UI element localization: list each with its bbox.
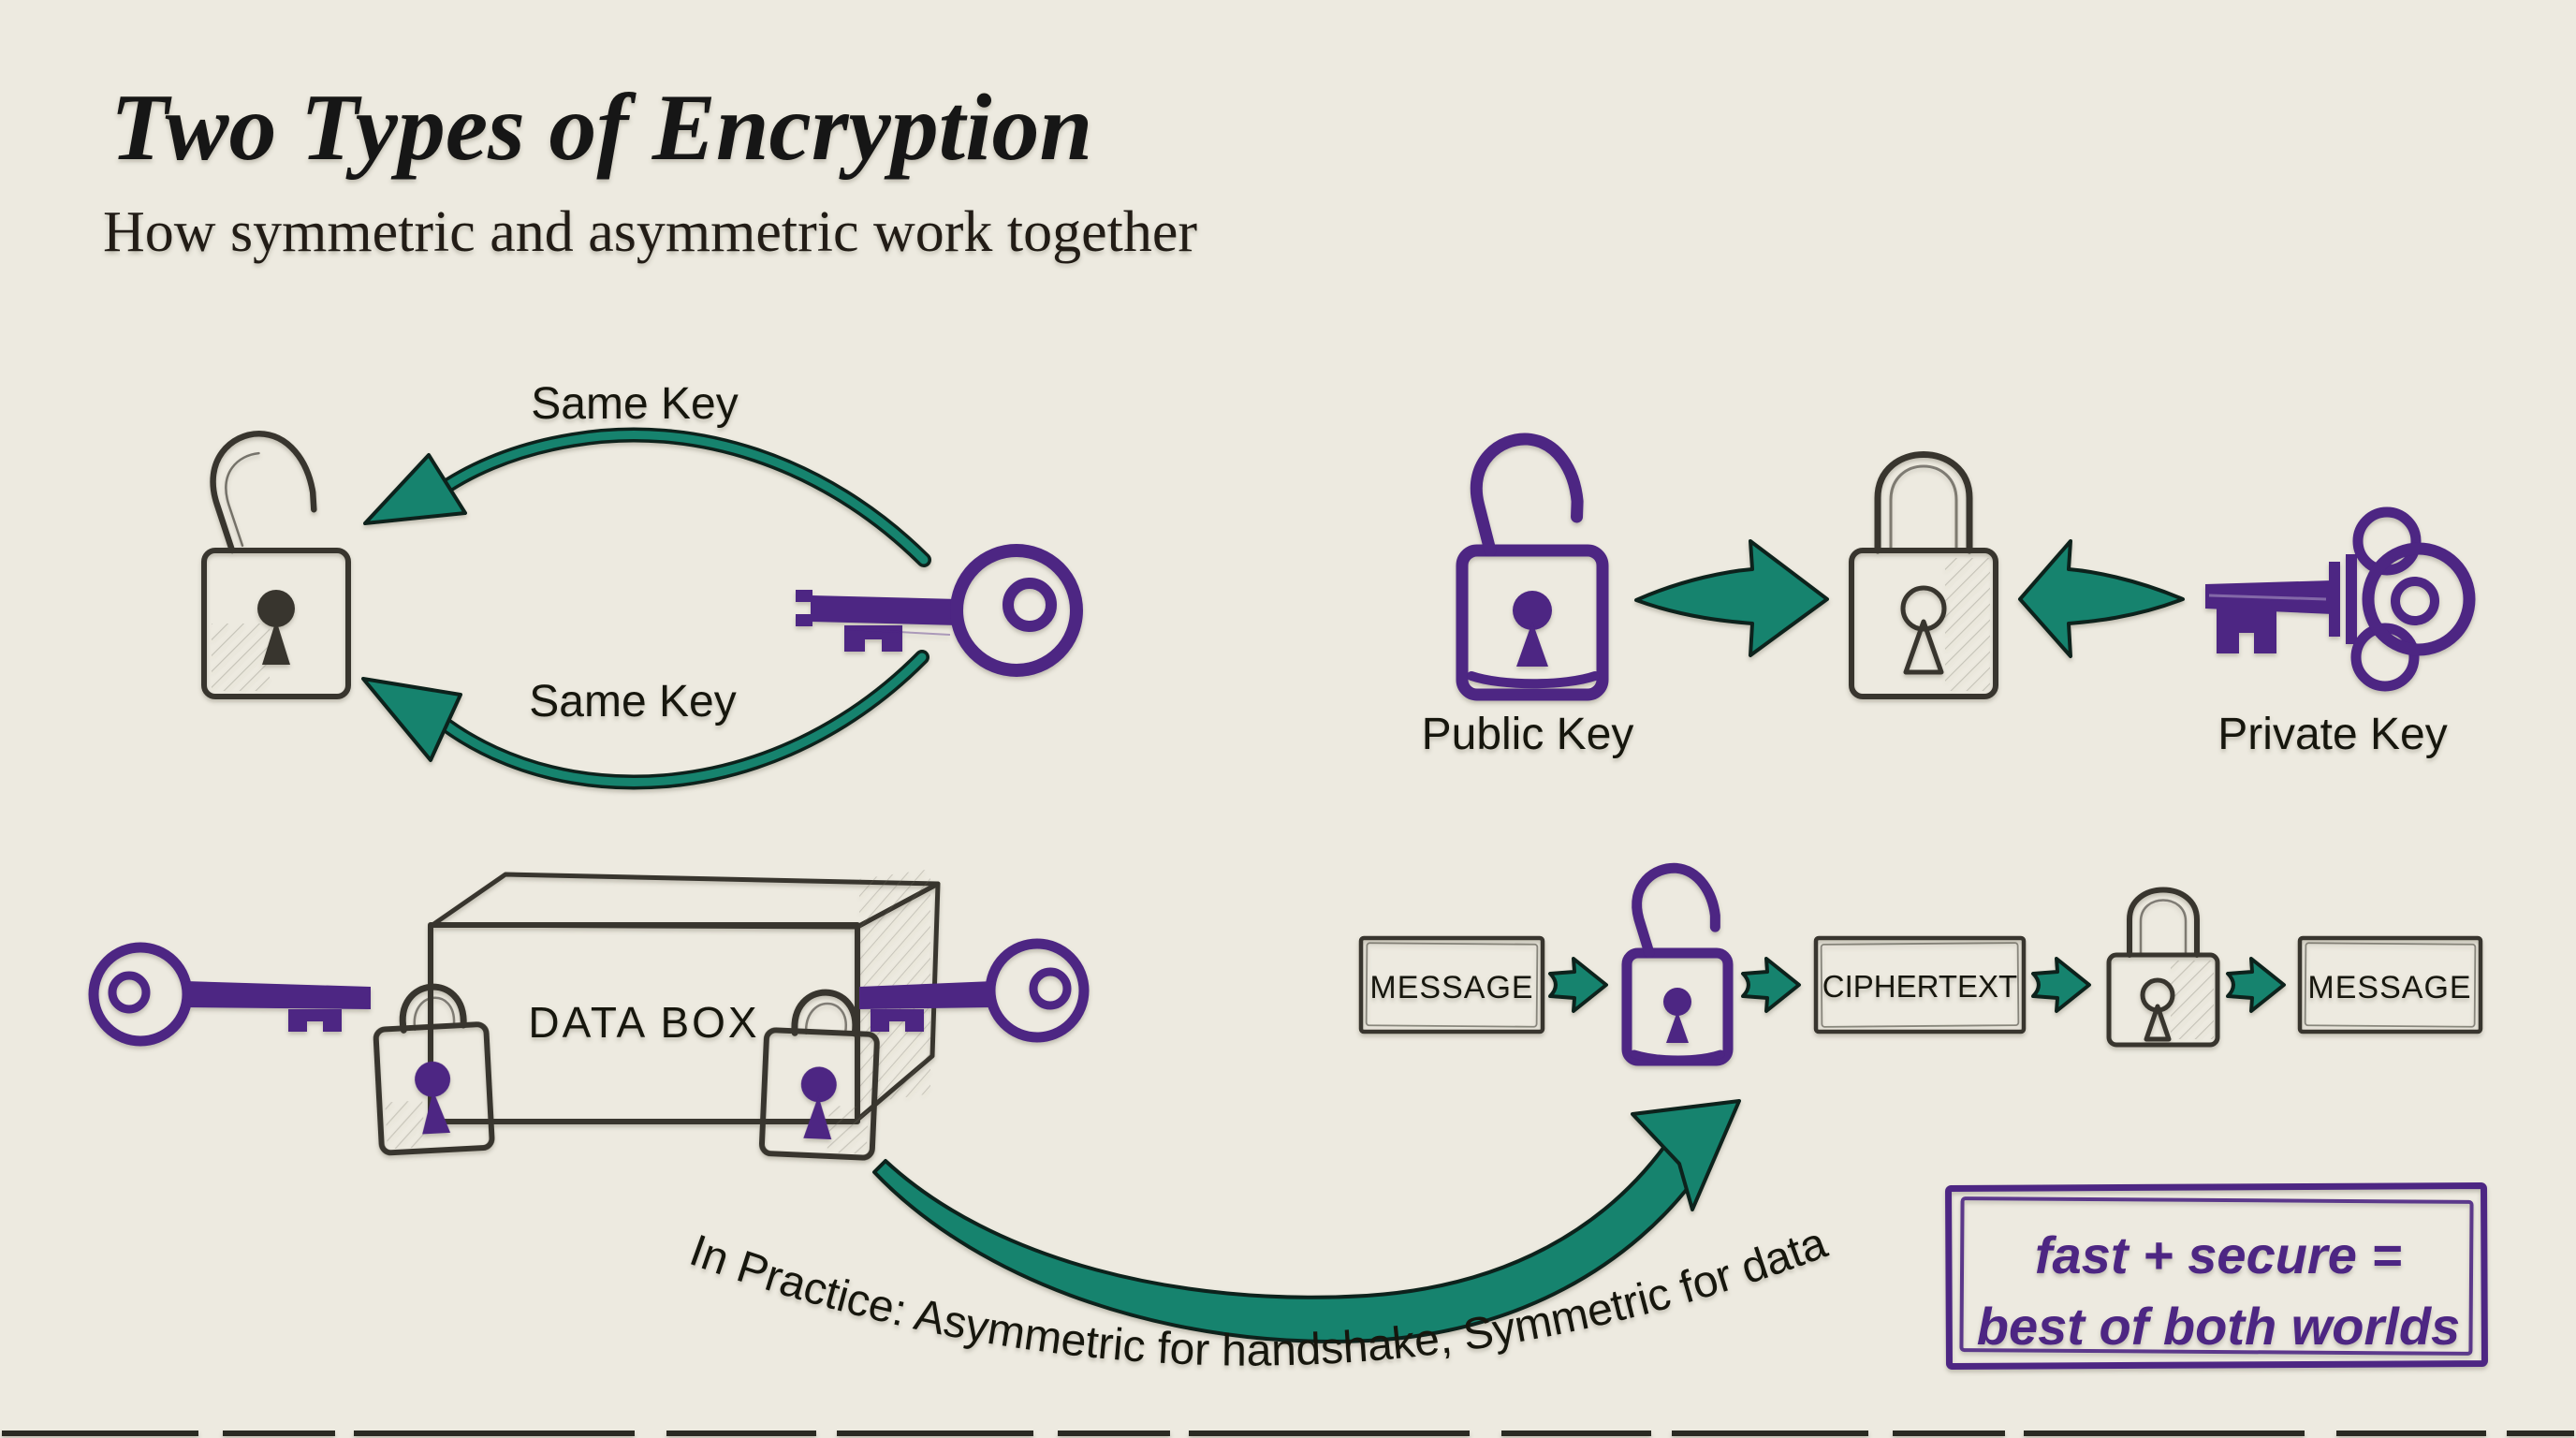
databox-section: DATA BOX [88, 869, 1090, 1161]
shared-lock-icon [1849, 451, 1998, 699]
pipeline-arrow-2-icon [1741, 957, 1801, 1013]
ciphertext-label: CIPHERTEXT [1822, 969, 2017, 1004]
data-box-label: DATA BOX [528, 998, 759, 1047]
summary-line1: fast + secure = [2035, 1225, 2402, 1284]
encrypt-lock-icon [1621, 862, 1734, 1066]
pipeline-arrow-1-icon [1548, 957, 1608, 1013]
keyhole-icon [257, 590, 295, 627]
message-output-box: MESSAGE [2297, 935, 2483, 1034]
keyhole-icon [1900, 585, 1947, 632]
databox-right-padlock-icon [758, 989, 880, 1161]
databox-right-key-icon [859, 938, 1090, 1043]
arrow-right-icon [1634, 539, 1829, 657]
pipeline-arrow-3-icon [2031, 957, 2091, 1013]
pipeline-section: MESSAGE CIPHERTEXT [1358, 862, 2483, 1066]
arrow-left-icon [2018, 539, 2185, 658]
message-input-label: MESSAGE [1369, 970, 1533, 1005]
summary-box: fast + secure = best of both worlds [1945, 1182, 2488, 1370]
page-subtitle: How symmetric and asymmetric work togeth… [103, 200, 1197, 264]
decrypt-lock-icon [2106, 887, 2220, 1048]
public-key-lock-icon [1456, 433, 1609, 701]
header: Two Types of Encryption How symmetric an… [103, 75, 1197, 264]
summary-line2: best of both worlds [1977, 1297, 2460, 1356]
pipeline-arrow-4-icon [2226, 957, 2286, 1013]
public-key-label: Public Key [1422, 710, 1634, 759]
same-key-bottom-label: Same Key [529, 677, 736, 726]
databox-left-padlock-icon [373, 983, 495, 1156]
databox-left-key-icon [88, 942, 371, 1047]
page-title: Two Types of Encryption [110, 75, 1092, 181]
ciphertext-box: CIPHERTEXT [1813, 935, 2027, 1034]
private-key-label: Private Key [2217, 710, 2447, 759]
private-key-icon [2205, 506, 2476, 692]
symmetric-key-icon [796, 544, 1083, 677]
symmetric-open-padlock-icon [201, 430, 351, 699]
message-output-label: MESSAGE [2307, 970, 2471, 1005]
symmetric-section: Same Key Same Key [201, 379, 1083, 790]
same-key-top-label: Same Key [531, 379, 738, 429]
message-input-box: MESSAGE [1358, 935, 1545, 1034]
practice-swoosh-arrow-icon [872, 1099, 1741, 1343]
same-key-bottom-arrow-icon [361, 650, 929, 790]
same-key-top-arrow-icon [363, 427, 931, 567]
asymmetric-section: Public Key [1422, 433, 2476, 759]
